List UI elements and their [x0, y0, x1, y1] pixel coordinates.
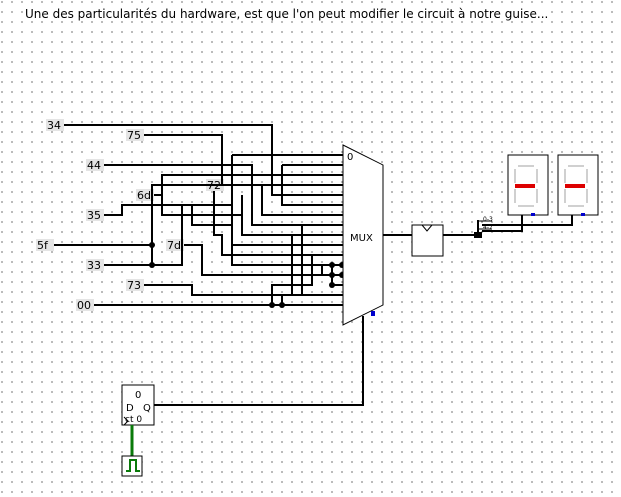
- flipflop-q-label: Q: [143, 403, 151, 414]
- clock-icon[interactable]: [121, 455, 143, 477]
- flipflop-ct-label: ct 0: [125, 415, 142, 425]
- hex-display-right: [557, 154, 599, 216]
- register[interactable]: [411, 224, 444, 257]
- d-flip-flop[interactable]: 0 D Q ct 0: [121, 384, 155, 426]
- constant-5f[interactable]: 5f: [37, 239, 49, 252]
- hex-display-left: [507, 154, 549, 216]
- constant-75[interactable]: 75: [127, 129, 141, 142]
- constant-44[interactable]: 44: [87, 159, 101, 172]
- constant-35[interactable]: 35: [87, 209, 101, 222]
- flipflop-d-label: D: [126, 403, 134, 414]
- splitter-high-label: 4-7: [483, 224, 493, 231]
- constant-7d[interactable]: 7d: [167, 239, 181, 252]
- splitter-low-label: 0-3: [483, 216, 493, 223]
- constant-6d[interactable]: 6d: [137, 189, 151, 202]
- input-wires: [54, 124, 343, 306]
- mux-select-zero: 0: [347, 152, 353, 163]
- splitter[interactable]: 0-3 4-7: [474, 216, 493, 238]
- constant-73[interactable]: 73: [127, 279, 141, 292]
- caption-text: Une des particularités du hardware, est …: [25, 7, 549, 21]
- constant-00[interactable]: 00: [77, 299, 91, 312]
- mux-label: MUX: [350, 233, 373, 244]
- constant-34[interactable]: 34: [47, 119, 61, 132]
- output-wires: [383, 215, 573, 236]
- constant-33[interactable]: 33: [87, 259, 101, 272]
- mux-select-pin: [371, 311, 375, 316]
- flipflop-top-value: 0: [135, 390, 141, 401]
- flipflop-output-wire: [154, 316, 364, 406]
- multiplexer[interactable]: MUX 0: [342, 144, 384, 326]
